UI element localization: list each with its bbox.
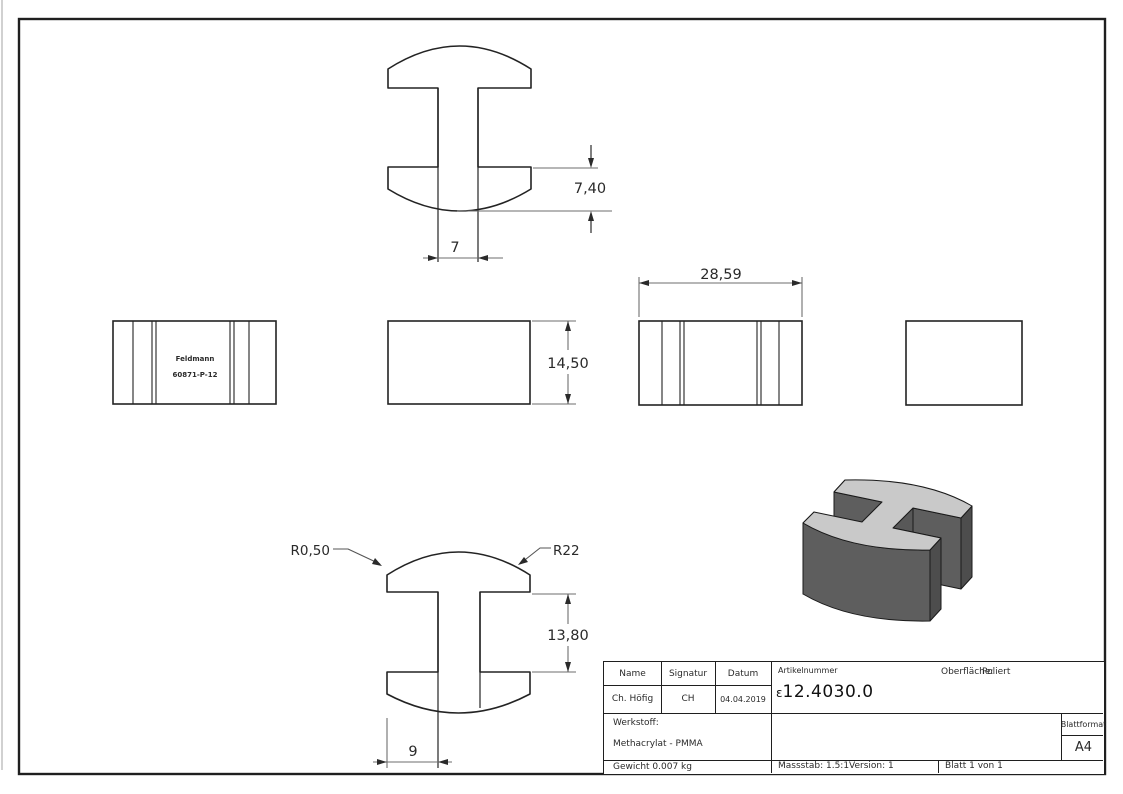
side-view-outline <box>638 320 803 406</box>
title-name-label: Name <box>619 668 646 679</box>
dimension-overall-width: 28,59 <box>700 267 742 283</box>
werkstoff-value: Methacrylat - PMMA <box>613 739 703 749</box>
artikelnummer-prefix: ε <box>776 686 783 700</box>
massstab-text: Massstab: 1.5:1 <box>778 761 850 771</box>
dim-arrow <box>428 255 438 261</box>
h-profile-outline <box>386 551 531 714</box>
dim-arrow <box>792 280 802 286</box>
dimension-flange-offset: 9 <box>408 744 417 760</box>
title-signatur-value: CH <box>681 694 695 704</box>
title-block-divider <box>1061 735 1103 736</box>
title-block-divider <box>715 662 716 713</box>
h-profile-outline <box>387 45 532 212</box>
title-block-divider <box>604 713 1103 714</box>
side-view-outline <box>905 320 1023 406</box>
title-block-divider <box>604 760 1103 761</box>
title-block-divider <box>661 662 662 713</box>
dimension-flange-thickness: 7,40 <box>574 181 606 197</box>
artikelnummer-value: ε12.4030.0 <box>776 682 874 702</box>
stamp-brand-text: Feldmann <box>176 355 215 363</box>
dim-arrow <box>565 662 571 672</box>
blattformat-value: A4 <box>1074 740 1093 755</box>
version-text: Version: 1 <box>849 761 894 771</box>
dimensioned-side-view: 28,59 <box>638 267 803 406</box>
iso-back-flange-right-end <box>960 505 973 590</box>
title-name-value: Ch. Höfig <box>611 694 654 704</box>
dimension-height: 14,50 <box>547 356 589 372</box>
title-datum-value: 04.04.2019 <box>720 694 766 704</box>
iso-top-face <box>802 479 973 551</box>
radius-large-label: R22 <box>553 543 580 559</box>
title-block-divider <box>938 760 939 773</box>
bottom-profile-view: R0,50 R22 13,80 9 <box>291 543 589 768</box>
tangent-edge-lines <box>132 321 250 404</box>
tangent-edge-lines <box>661 321 780 405</box>
leader-arrow <box>518 557 528 565</box>
blattformat-label: Blattformat <box>1060 719 1107 729</box>
top-profile-view: 7,40 7 <box>387 45 612 262</box>
title-datum-label: Datum <box>727 668 759 679</box>
oberflaeche-value: Poliert <box>982 667 1011 677</box>
blatt-text: Blatt 1 von 1 <box>945 761 1003 771</box>
dim-arrow <box>588 211 594 221</box>
isometric-3d-view <box>802 479 973 622</box>
dimension-web-width: 7 <box>450 240 459 256</box>
iso-front-flange-right-end <box>929 537 942 622</box>
dim-arrow <box>377 759 387 765</box>
dim-arrow <box>438 759 448 765</box>
leader-arrow <box>372 558 382 566</box>
dim-arrow <box>478 255 488 261</box>
gewicht-text: Gewicht 0.007 kg <box>613 761 692 772</box>
dim-arrow <box>565 321 571 331</box>
werkstoff-label: Werkstoff: <box>613 718 659 728</box>
leader-line <box>520 547 551 564</box>
dim-arrow <box>565 394 571 404</box>
title-block-divider <box>604 685 771 686</box>
leader-line <box>333 548 381 565</box>
drawing-frame <box>17 17 1107 776</box>
front-view-outline <box>387 320 531 405</box>
dim-arrow <box>639 280 649 286</box>
stamped-side-view: Feldmann 60871-P-12 <box>112 320 277 405</box>
title-block: Name Signatur Datum Ch. Höfig CH 04.04.2… <box>603 661 1107 775</box>
title-block-divider <box>771 662 772 773</box>
title-block-divider <box>1061 713 1062 760</box>
dim-arrow <box>565 594 571 604</box>
oberflaeche-label: Oberfläche: <box>941 667 994 677</box>
plain-side-view <box>905 320 1023 406</box>
radius-small-label: R0,50 <box>291 543 330 559</box>
title-signatur-label: Signatur <box>668 668 708 679</box>
front-view: 14,50 <box>387 320 589 405</box>
stamp-part-number: 60871-P-12 <box>173 371 218 379</box>
dimension-notch-height: 13,80 <box>547 628 589 644</box>
dim-arrow <box>588 158 594 168</box>
artikelnummer-label: Artikelnummer <box>778 666 838 675</box>
